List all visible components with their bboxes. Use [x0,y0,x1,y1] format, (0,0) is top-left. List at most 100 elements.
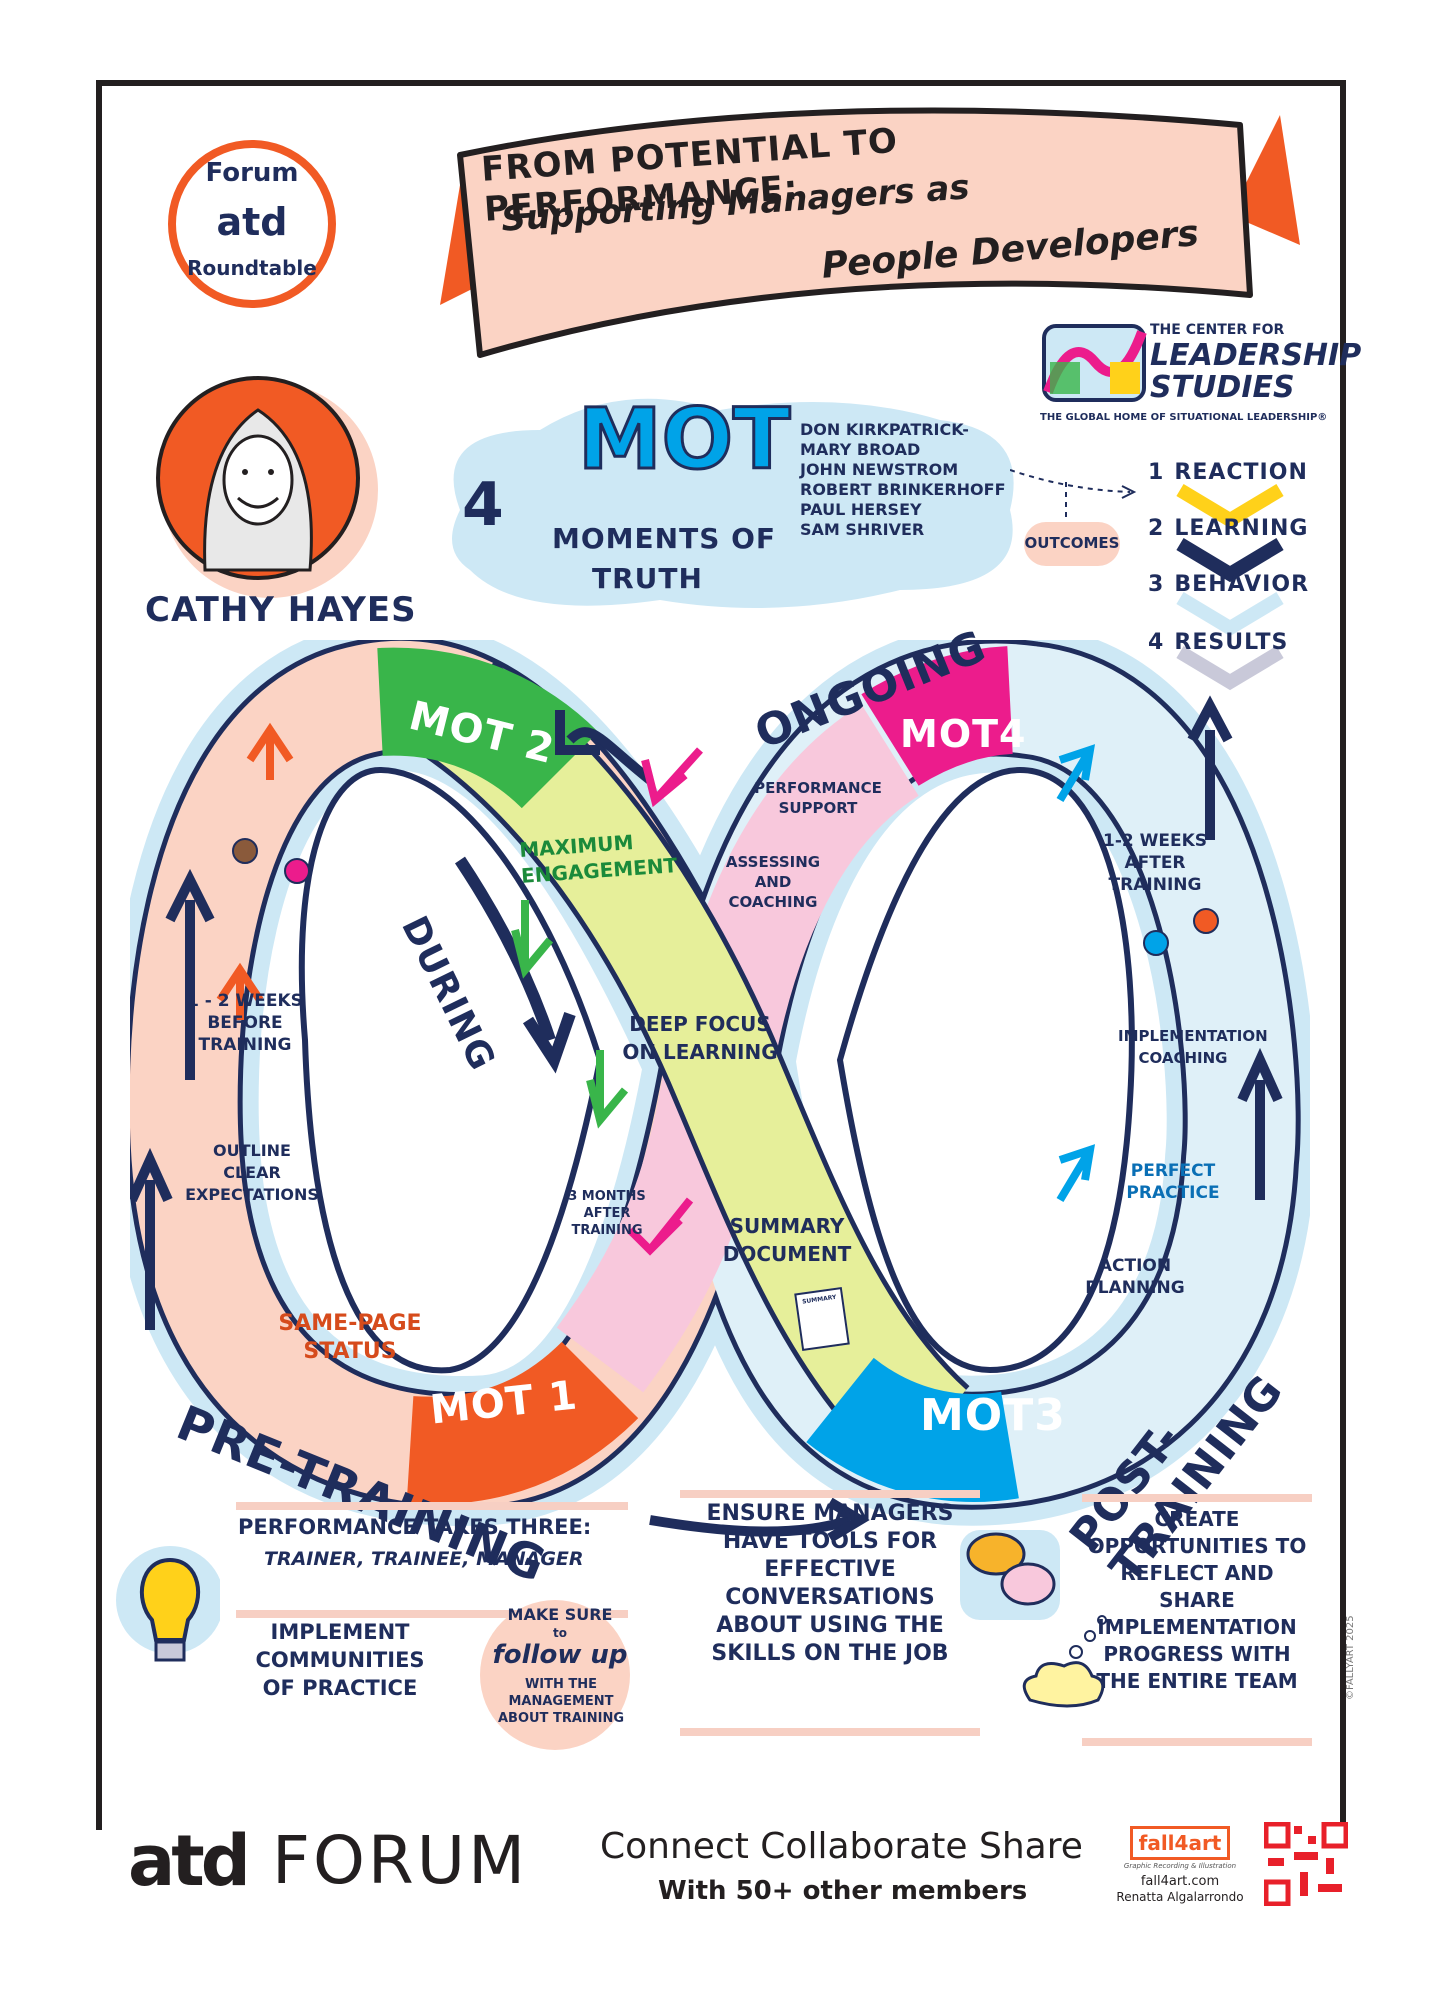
mot-name: PAUL HERSEY [800,500,922,519]
step-weeks-before: 1 - 2 WEEKS BEFORE TRAINING [187,991,303,1055]
cls-logo-line2: LEADERSHIP [1150,338,1362,373]
portrait-smile [236,496,280,509]
outcome-num: 3 [1148,572,1164,597]
perf-takes-three-box [236,1502,628,1618]
step-arrow-orange-1 [246,722,294,780]
footer-tagline: Connect Collaborate Share [600,1826,1083,1867]
post-arrow-up-top-head [1187,695,1233,743]
person-icon [1193,908,1219,934]
person-icon [232,838,258,864]
step-weeks-after: 1-2 WEEKS AFTER TRAINING [1102,831,1208,895]
pre-arrow-up-head [165,868,215,923]
step-arrow-blue-1 [1056,744,1096,803]
mot-name: DON KIRKPATRICK- [800,420,969,439]
lightbulb-glass [139,1557,201,1642]
cls-logo-tagline: THE GLOBAL HOME OF SITUATIONAL LEADERSHI… [1040,412,1328,423]
speaker-name: CATHY HAYES [145,590,417,630]
outcome-item: 3 BEHAVIOR [1148,572,1348,597]
create-text: CREATE OPPORTUNITIES TO REFLECT AND SHAR… [1087,1507,1307,1693]
step-same-page: SAME-PAGE STATUS [278,1311,422,1364]
person-icon [1143,930,1169,956]
fall4art-artist: Renatta Algalarrondo [1116,1890,1244,1904]
forum-roundtable-badge: Forum atd Roundtable [168,140,336,308]
speech-bubble-orange [966,1532,1026,1576]
mot-cloud-shape [452,398,1014,608]
fall4art-logo: fall4art [1130,1826,1230,1860]
step-perfect-practice: PERFECT PRACTICE [1126,1161,1220,1203]
step-months-after: 3 MONTHS AFTER TRAINING [568,1189,646,1238]
perf-sub: TRAINER, TRAINEE, MANAGER [264,1548,584,1570]
ongoing-arrow [566,727,654,784]
mot2-segment [377,647,599,809]
during-arrow [455,856,556,1042]
post-arrow-right [649,1515,852,1537]
outcome-item: 1 REACTION [1148,460,1348,485]
portrait-eye-right [268,469,274,475]
step-arrow-pink-1 [641,747,703,808]
outcome-label: LEARNING [1174,516,1309,541]
speech-bubble-pink [1000,1562,1056,1606]
qr-module [1318,1884,1342,1892]
step-arrow-green-1 [511,900,554,979]
outcomes-arrow-line [1010,469,1131,493]
qr-module [1326,1858,1334,1874]
outcomes-chevrons [1176,483,1284,691]
mot-names: DON KIRKPATRICK- MARY BROAD JOHN NEWSTRO… [800,420,1006,540]
fall4art-sub: Graphic Recording & Illustration [1123,1862,1237,1870]
step-arrow-orange-2 [216,962,264,1020]
outcomes-arrow-head [1121,485,1137,499]
qr-code[interactable] [1264,1822,1348,1906]
loop-hole-right [836,766,1135,1374]
qr-finder [1321,1822,1348,1849]
followup-rest: WITH THE MANAGEMENT ABOUT TRAINING [497,1677,624,1726]
mot-acronym: MOT [576,389,791,490]
qr-module [1294,1852,1318,1860]
lightbulb-icon [116,1546,220,1662]
mot-cloud [452,398,1014,608]
cls-logo-line3: STUDIES [1150,370,1295,405]
fall4art-site: fall4art.com [1140,1874,1220,1889]
chevron-grey [1176,645,1284,691]
cls-logo-mark [1042,324,1147,402]
post-arrow-up-head [1237,1047,1283,1103]
banner-ribbon [457,107,1253,358]
badge-forum: Forum [205,158,299,188]
mot-moments: MOMENTS of [552,522,777,555]
speaker-portrait [156,376,378,598]
step-performance-support: PERFORMANCE SUPPORT [754,779,882,817]
cls-logo-green [1050,362,1080,394]
followup-follow-up: follow up [492,1640,628,1670]
step-implementation-coaching: IMPLEMENTATION COACHING [1118,1027,1268,1067]
thought-dot [1084,1630,1096,1642]
during-arrow-head [522,1012,576,1074]
mot1-segment [406,1341,639,1505]
chevron-yellow [1176,483,1284,529]
footer-forum: FORUM [272,1822,529,1899]
followup-make-sure: MAKE SURE [507,1605,613,1624]
mot-truth: TRUTH [592,562,703,595]
cls-logo-top: THE CENTER FOR [1150,322,1285,338]
credit-text: ©FALLYART 2025 [1345,1615,1356,1700]
cls-logo-yellow [1110,362,1140,394]
ensure-box [680,1490,980,1736]
outcomes-label: OUTCOMES [1024,534,1120,552]
badge-roundtable: Roundtable [187,256,317,280]
outcome-num: 2 [1148,516,1164,541]
chevron-sky [1176,591,1284,637]
person-icon [284,858,310,884]
step-summary-document: SUMMARY DOCUMENT [722,1214,852,1266]
outcome-num: 4 [1148,630,1164,655]
portrait-eye-left [242,469,248,475]
perf-title: PERFORMANCE TAKES THREE: [238,1515,592,1539]
portrait-face [222,434,294,526]
qr-finder [1264,1879,1291,1906]
create-box [1082,1494,1312,1746]
mot4-label: MOT4 [900,712,1027,756]
outcome-label: RESULTS [1174,630,1289,655]
thought-dot [1069,1645,1083,1659]
step-action-planning: ACTION PLANNING [1085,1256,1185,1298]
followup-circle [480,1600,630,1750]
mot3-label: MOT3 [920,1390,1066,1441]
thought-dot [1097,1615,1107,1625]
followup-to: to [553,1626,567,1640]
